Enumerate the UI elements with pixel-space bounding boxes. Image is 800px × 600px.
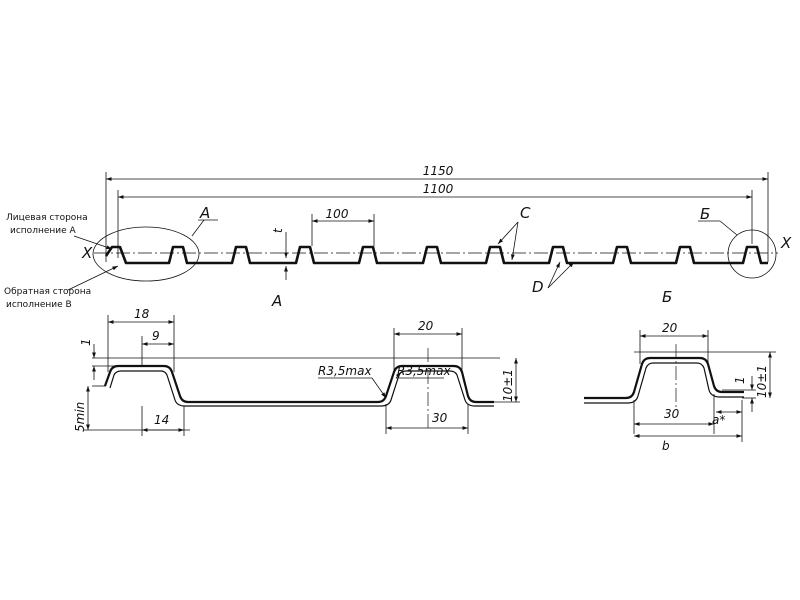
- dim-a-rib-base: 30: [432, 411, 448, 425]
- detail-b-profile-inner: [584, 362, 744, 404]
- view-title-b: Б: [662, 288, 672, 306]
- leader-detail-a: [191, 219, 205, 237]
- sheet-profile-line: [104, 245, 768, 265]
- leader-d-2: [547, 261, 575, 289]
- leader-back-side: [67, 265, 119, 291]
- dim-b-step: 1: [733, 376, 747, 384]
- leader-radius-outer: [371, 377, 387, 399]
- dim-a-edge-base: 14: [154, 413, 169, 427]
- face-side-label-line1: Лицевая сторона: [6, 213, 88, 223]
- detail-view-a: 1 5min 18 9 14 R3,5max R3,5max 20: [73, 307, 520, 436]
- axis-label-left: X: [81, 244, 93, 262]
- axis-label-right: X: [780, 234, 792, 252]
- detail-b-profile-outer: [584, 356, 744, 400]
- view-title-a: А: [271, 292, 282, 310]
- dim-overall-length: 1150: [423, 164, 454, 178]
- back-side-label-line1: Обратная сторона: [4, 287, 91, 297]
- marker-a: А: [199, 204, 210, 222]
- leader-radius-inner: [395, 371, 402, 379]
- leader-face-side: [73, 235, 113, 250]
- dim-a-thickness: 1: [79, 338, 93, 346]
- dim-b-rib-height: 10±1: [755, 365, 769, 398]
- dim-working-length: 1100: [423, 182, 454, 196]
- detail-circle-b: [727, 229, 777, 279]
- full-profile-view: 1150 1100 100 X X t А Б C: [4, 164, 792, 310]
- dim-thickness: t: [271, 227, 285, 233]
- dim-a-edge-height: 5min: [73, 402, 87, 432]
- dim-b-b: b: [662, 439, 670, 453]
- dim-b-rib-top: 20: [662, 321, 678, 335]
- leader-c-2: [510, 221, 519, 261]
- marker-d: D: [532, 278, 544, 296]
- radius-inner: R3,5max: [397, 364, 451, 378]
- back-side-label-line2: исполнение В: [6, 300, 72, 310]
- radius-outer: R3,5max: [318, 364, 372, 378]
- detail-a-profile-outer: [103, 364, 494, 404]
- dim-a-rib-height: 10±1: [501, 369, 515, 402]
- dim-a-rib-top: 20: [418, 319, 434, 333]
- marker-c: C: [520, 204, 531, 222]
- detail-a-profile-inner: [109, 370, 494, 407]
- marker-b: Б: [700, 205, 710, 223]
- leader-d-1: [547, 261, 561, 289]
- leader-detail-b: [719, 220, 738, 236]
- leader-c-1: [497, 221, 519, 245]
- detail-view-b: 20 30 b a* 1 10±1: [584, 321, 776, 453]
- dim-b-a: a*: [712, 413, 725, 427]
- face-side-label-line2: исполнение А: [10, 226, 76, 236]
- dim-b-rib-base: 30: [664, 407, 680, 421]
- dim-a-edge-width: 18: [134, 307, 150, 321]
- detail-loop-a: [92, 226, 200, 282]
- dim-a-edge-top: 9: [152, 329, 160, 343]
- dim-pitch: 100: [326, 207, 349, 221]
